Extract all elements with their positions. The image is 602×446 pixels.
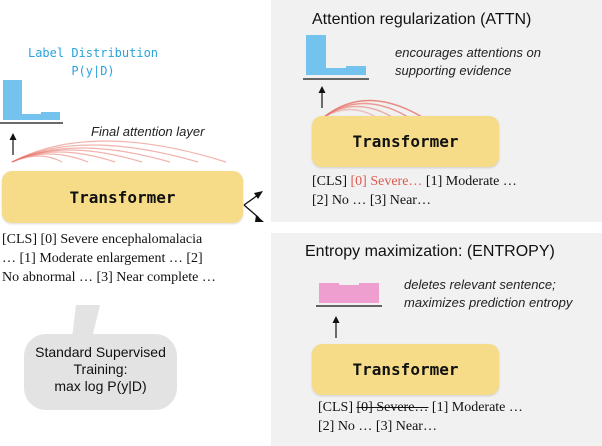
entropy-title: Entropy maximization: (ENTROPY) [305, 243, 555, 260]
branch-arrowhead-down [255, 215, 264, 222]
transformer-label: Transformer [69, 187, 176, 207]
doc-text: [CLS] [318, 400, 357, 415]
attn-note-line: encourages attentions on [395, 45, 541, 60]
transformer-label: Transformer [352, 132, 459, 151]
attn-label-histogram [303, 35, 369, 80]
entropy-note-line: deletes relevant sentence; [404, 277, 556, 292]
hist-bar [346, 66, 366, 75]
hist-bar [339, 285, 359, 303]
highlighted-evidence: [0] Severe… [350, 174, 423, 189]
final-attention-label: Final attention layer [91, 124, 205, 139]
label-distribution-expr: P(y|D) [71, 64, 115, 78]
doc-text: [1] Moderate … [428, 400, 523, 415]
hist-bar [319, 283, 339, 303]
hist-bar [359, 283, 379, 303]
entropy-up-arrowhead [332, 316, 340, 323]
left-document-line: No abnormal … [3] Near complete … [2, 270, 216, 285]
hist-bar [306, 35, 326, 75]
hist-bar [41, 112, 60, 120]
entropy-document-line: [2] No … [3] Near… [318, 419, 437, 434]
entropy-panel [271, 233, 602, 446]
left-attention-arcs [11, 140, 227, 163]
attn-attention-arcs [323, 99, 423, 118]
bubble-tail [72, 305, 100, 338]
attn-note-line: supporting evidence [395, 63, 512, 78]
transformer-label: Transformer [352, 360, 459, 379]
left-up-arrowhead [9, 133, 17, 140]
label-distribution-title: Label Distribution [27, 46, 159, 60]
left-transformer-block: Transformer [2, 171, 243, 223]
attn-document-line: [2] No … [3] Near… [312, 193, 431, 208]
left-document-line: [CLS] [0] Severe encephalomalacia [2, 232, 203, 247]
deleted-sentence: [0] Severe… [356, 400, 429, 415]
attn-panel [271, 0, 602, 222]
hist-bar [22, 114, 41, 120]
bubble-line: Standard Supervised [35, 344, 166, 360]
branch-arrow-up [243, 194, 259, 206]
doc-text: [1] Moderate … [422, 174, 517, 189]
left-document-line: … [1] Moderate enlargement … [2] [2, 251, 203, 266]
attn-title: Attention regularization (ATTN) [312, 11, 532, 28]
bubble-line: max log P(y|D) [54, 378, 147, 394]
doc-text: [CLS] [312, 174, 351, 189]
supervised-training-bubble: Standard Supervised Training: max log P(… [24, 334, 177, 410]
entropy-note-line: maximizes prediction entropy [404, 295, 573, 310]
attn-transformer-block: Transformer [312, 116, 499, 167]
hist-bar [3, 80, 22, 120]
hist-bar [326, 68, 346, 75]
entropy-document-line: [CLS] [0] Severe… [1] Moderate … [318, 400, 523, 416]
left-label-histogram [0, 80, 63, 124]
entropy-transformer-block: Transformer [312, 344, 499, 395]
entropy-label-histogram [316, 283, 382, 307]
branch-arrowhead-up [254, 191, 263, 199]
attn-document-line: [CLS] [0] Severe… [1] Moderate … [312, 174, 517, 190]
bubble-line: Training: [73, 361, 128, 377]
attn-up-arrowhead [318, 86, 326, 93]
